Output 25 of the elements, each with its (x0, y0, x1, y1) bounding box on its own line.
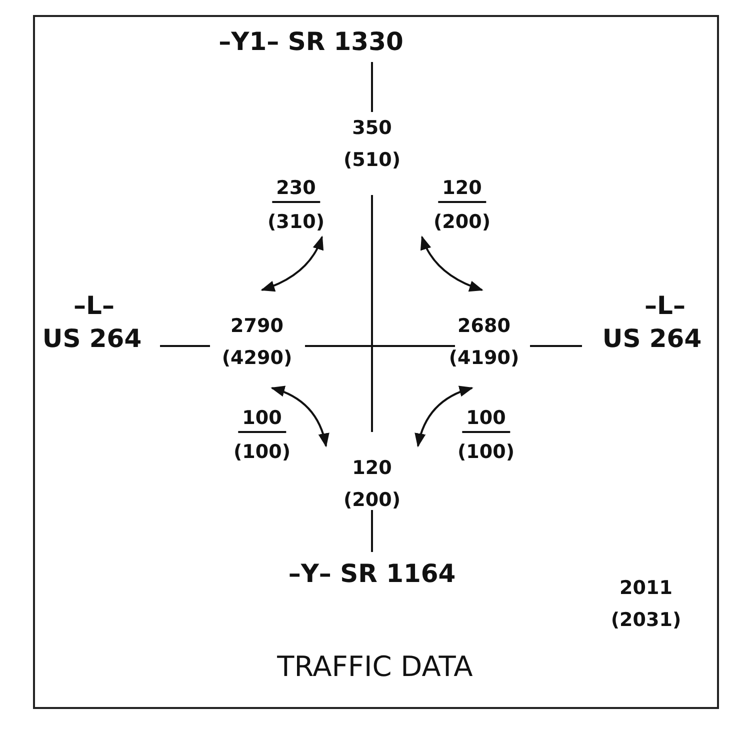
road-name: US 264 (42, 325, 142, 352)
road-name: –Y– SR 1164 (288, 560, 456, 588)
road-name: –Y1– SR 1330 (218, 28, 404, 56)
road-name: US 264 (602, 325, 702, 352)
volume-number: (200) (343, 490, 401, 511)
volume-number: 100 (462, 408, 510, 433)
volume-number: (4190) (448, 348, 520, 369)
volume-number: (510) (343, 150, 401, 171)
volume-number: (4290) (222, 348, 292, 369)
caption: TRAFFIC DATA (277, 650, 473, 683)
volume-number: 2011 (620, 578, 672, 599)
volume-number: 120 (438, 178, 486, 203)
volume-number: (2031) (610, 610, 682, 631)
volume-number: 2680 (458, 316, 510, 337)
volume-number: 2790 (230, 316, 284, 337)
volume-number: 230 (272, 178, 320, 203)
volume-number: 120 (352, 458, 392, 479)
road-name: –L– (74, 292, 114, 320)
volume-number: 100 (238, 408, 286, 433)
volume-number: (200) (433, 212, 491, 233)
volume-number: (100) (233, 442, 291, 463)
volume-number: 350 (352, 118, 392, 139)
volume-number: (310) (267, 212, 325, 233)
road-name: –L– (644, 292, 686, 320)
volume-number: (100) (457, 442, 515, 463)
